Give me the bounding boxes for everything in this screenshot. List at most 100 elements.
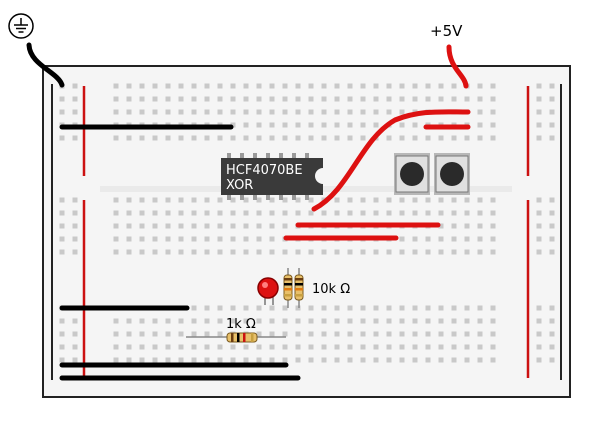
hole xyxy=(152,344,158,350)
hole xyxy=(126,135,132,141)
hole xyxy=(334,331,340,337)
chip-pin xyxy=(305,195,309,200)
hole xyxy=(334,357,340,363)
hole xyxy=(191,197,197,203)
hole xyxy=(230,197,236,203)
hole xyxy=(256,109,262,115)
ground-lead-wire[interactable] xyxy=(26,42,65,88)
hole xyxy=(490,83,496,89)
push-button-2[interactable] xyxy=(434,153,470,195)
hole xyxy=(269,305,275,311)
hole xyxy=(334,122,340,128)
hole xyxy=(464,357,470,363)
hole xyxy=(347,197,353,203)
hole xyxy=(152,236,158,242)
hole xyxy=(165,236,171,242)
hole xyxy=(178,331,184,337)
hole xyxy=(139,344,145,350)
chip-pin xyxy=(240,153,244,158)
hole xyxy=(282,331,288,337)
hole xyxy=(399,236,405,242)
hole xyxy=(165,318,171,324)
hole xyxy=(308,357,314,363)
hole xyxy=(269,236,275,242)
hole xyxy=(451,236,457,242)
hole xyxy=(113,109,119,115)
hole xyxy=(321,83,327,89)
hole xyxy=(295,96,301,102)
hole xyxy=(412,249,418,255)
hole xyxy=(204,305,210,311)
red-wire-curve[interactable] xyxy=(311,109,471,212)
hole xyxy=(438,236,444,242)
hole xyxy=(72,344,78,350)
hole xyxy=(256,96,262,102)
hole xyxy=(321,210,327,216)
hole xyxy=(477,96,483,102)
hole xyxy=(373,122,379,128)
red-led[interactable] xyxy=(257,277,279,305)
hole xyxy=(308,305,314,311)
hole xyxy=(113,331,119,337)
hole xyxy=(113,344,119,350)
hole xyxy=(360,96,366,102)
resistor-10k-b[interactable] xyxy=(294,268,304,308)
hole xyxy=(549,236,555,242)
hole xyxy=(412,305,418,311)
hole xyxy=(72,109,78,115)
hole xyxy=(139,236,145,242)
hole xyxy=(139,357,145,363)
hole xyxy=(412,197,418,203)
hole xyxy=(536,249,542,255)
hole xyxy=(399,83,405,89)
hole xyxy=(438,223,444,229)
hole xyxy=(126,357,132,363)
hole xyxy=(373,305,379,311)
hole xyxy=(59,223,65,229)
hole xyxy=(230,318,236,324)
hole xyxy=(178,210,184,216)
hole xyxy=(536,122,542,128)
hole xyxy=(72,236,78,242)
hole xyxy=(399,96,405,102)
hole xyxy=(360,197,366,203)
hole xyxy=(269,197,275,203)
hole xyxy=(412,135,418,141)
hole xyxy=(126,318,132,324)
hole xyxy=(399,305,405,311)
hole xyxy=(230,305,236,311)
hole xyxy=(386,96,392,102)
hole xyxy=(412,357,418,363)
red-wires xyxy=(283,44,471,241)
hole xyxy=(438,83,444,89)
hole xyxy=(269,135,275,141)
hole xyxy=(308,210,314,216)
hole xyxy=(360,135,366,141)
hole xyxy=(438,210,444,216)
hole xyxy=(536,83,542,89)
hole xyxy=(373,331,379,337)
resistor-1k[interactable] xyxy=(186,332,286,343)
hole xyxy=(191,305,197,311)
chip-pin xyxy=(305,153,309,158)
hole xyxy=(438,331,444,337)
hole xyxy=(399,210,405,216)
hole xyxy=(243,109,249,115)
hole xyxy=(536,96,542,102)
hole xyxy=(282,96,288,102)
hole xyxy=(347,96,353,102)
hole xyxy=(549,331,555,337)
hole xyxy=(282,318,288,324)
push-button-1[interactable] xyxy=(394,153,430,195)
hole xyxy=(490,109,496,115)
supply-lead-wire[interactable] xyxy=(446,44,469,89)
hole xyxy=(490,96,496,102)
hole xyxy=(373,357,379,363)
xor-chip[interactable]: HCF4070BE XOR xyxy=(221,153,323,200)
hole xyxy=(490,357,496,363)
hole xyxy=(230,249,236,255)
hole xyxy=(412,331,418,337)
hole xyxy=(269,223,275,229)
hole xyxy=(204,249,210,255)
resistor-10k-a[interactable] xyxy=(283,268,293,308)
